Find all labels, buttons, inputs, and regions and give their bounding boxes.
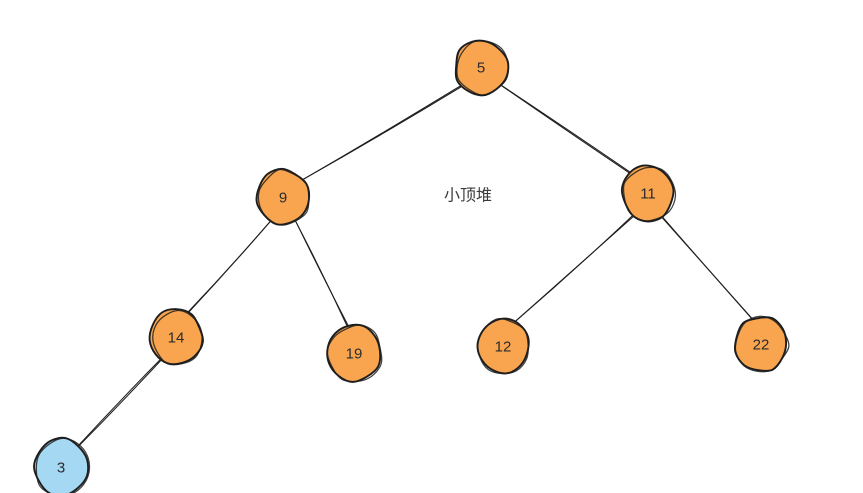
node-circle[interactable] (255, 167, 311, 226)
node-value-label: 5 (477, 60, 485, 77)
tree-node-19[interactable]: 19 (326, 323, 383, 383)
edge-stroke (187, 221, 271, 313)
tree-edge (187, 220, 272, 314)
node-outline-sketch (326, 324, 383, 383)
node-outline-sketch (477, 317, 529, 375)
tree-edge (513, 213, 636, 323)
node-value-label: 3 (57, 460, 65, 477)
edge-stroke (659, 213, 754, 321)
edge-stroke (514, 214, 636, 323)
node-outline-sketch (622, 166, 677, 222)
edge-stroke (500, 84, 632, 174)
node-outline-sketch (456, 39, 509, 96)
edge-stroke (74, 356, 164, 450)
edges-layer (74, 84, 754, 450)
nodes-layer: 5 9 11 14 19 12 22 3 (33, 39, 790, 493)
edge-stroke (294, 220, 349, 328)
diagram-caption: 小顶堆 (444, 186, 492, 205)
edge-stroke (75, 356, 165, 449)
tree-edge (301, 84, 463, 181)
tree-node-11[interactable]: 11 (620, 164, 677, 223)
node-outline-sketch (257, 168, 310, 226)
tree-node-22[interactable]: 22 (733, 315, 790, 373)
tree-edge (659, 213, 754, 321)
node-value-label: 22 (753, 337, 770, 354)
tree-node-5[interactable]: 5 (454, 39, 510, 97)
tree-edge (74, 356, 165, 450)
node-value-label: 11 (640, 186, 656, 203)
tree-edge (294, 220, 350, 328)
tree-node-12[interactable]: 12 (476, 317, 530, 375)
node-value-label: 19 (346, 346, 363, 363)
edge-stroke (301, 84, 463, 181)
tree-node-14[interactable]: 14 (148, 308, 204, 366)
tree-node-3[interactable]: 3 (33, 436, 91, 493)
tree-edge (500, 84, 632, 175)
node-value-label: 12 (495, 339, 512, 356)
node-value-label: 14 (168, 330, 185, 347)
node-outline-sketch (152, 309, 203, 366)
node-value-label: 9 (279, 190, 287, 207)
node-outline-sketch (35, 437, 91, 493)
node-outline-sketch (734, 315, 790, 373)
tree-node-9[interactable]: 9 (255, 167, 311, 226)
